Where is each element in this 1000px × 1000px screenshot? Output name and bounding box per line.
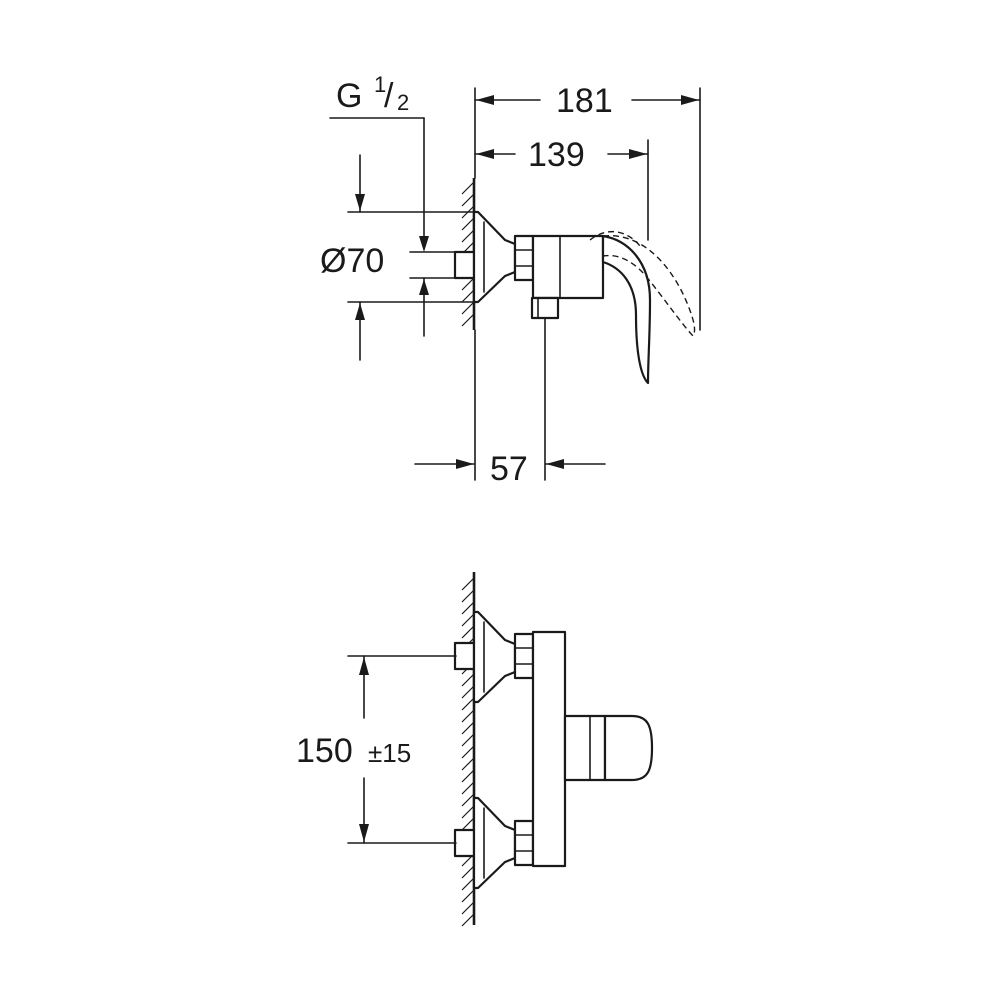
front-view: 150 ±15 [296,572,654,927]
dimension-139: 139 [474,136,649,241]
dimension-diameter-70: Ø70 [320,154,477,361]
dimension-150: 150 ±15 [296,655,457,844]
dimension-57: 57 [414,317,606,488]
dim-57-text: 57 [490,450,528,488]
wall-side-hatching [461,181,475,327]
lever-handle-front [603,714,654,782]
lower-connection [453,796,535,890]
side-view: G 1 / 2 181 139 [320,72,701,488]
thread-numerator: 1 [374,72,386,97]
dim-150-tolerance: ±15 [368,738,411,768]
lever-front [563,714,607,782]
dim-150-text: 150 [296,732,353,770]
dimension-181: 181 [474,82,701,331]
thread-denominator: 2 [397,90,409,115]
hex-nut-side [513,234,535,282]
lever-alt-position [602,235,696,338]
inlet-stub-side [453,250,476,280]
outlet-side [530,296,560,320]
lever-side [601,234,652,385]
thread-slash: / [384,77,394,115]
thread-label: G 1 / 2 [329,72,429,252]
mixer-body-side [531,234,605,300]
dim-139-text: 139 [528,136,585,174]
wall-front-hatching [461,577,475,927]
escutcheon-side [472,210,517,304]
wall-front [461,572,476,927]
thread-letter: G [336,77,362,115]
mixer-body-front [531,630,567,868]
dim-181-text: 181 [556,82,613,120]
dim-diameter-text: Ø70 [320,242,384,280]
upper-connection [453,610,535,704]
